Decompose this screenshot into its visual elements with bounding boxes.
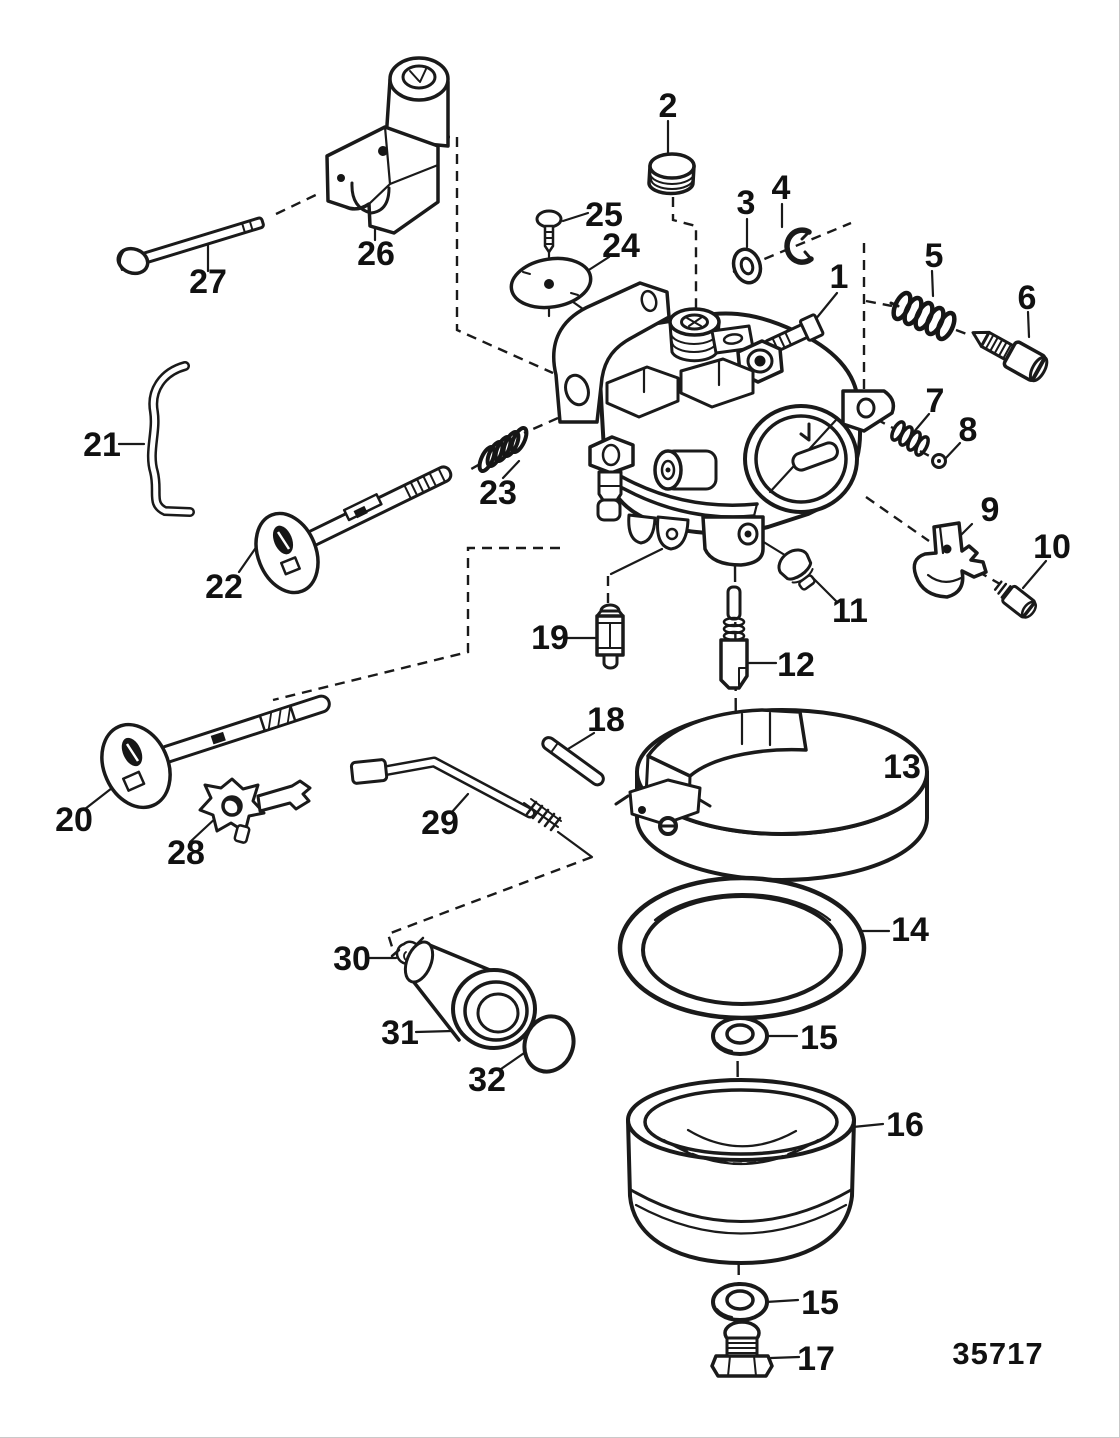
drawing-number: 35717 xyxy=(952,1336,1043,1371)
part-4-e-clip xyxy=(784,227,814,265)
callout-4: 4 xyxy=(772,169,791,207)
callout-28: 28 xyxy=(167,834,205,872)
part-15-washer-upper xyxy=(711,1016,769,1056)
part-31-nozzle xyxy=(403,940,537,1050)
callout-31: 31 xyxy=(381,1014,419,1052)
part-27-bolt xyxy=(116,216,265,276)
part-10-screw xyxy=(993,580,1038,619)
callout-2: 2 xyxy=(659,87,678,125)
callout-19: 19 xyxy=(531,619,569,657)
callout-22: 22 xyxy=(205,568,243,606)
callout-26: 26 xyxy=(357,235,395,273)
part-25-screw xyxy=(535,209,563,254)
part-29-link-rod xyxy=(349,756,562,832)
callout-15: 15 xyxy=(800,1019,838,1057)
part-16-float-bowl xyxy=(626,1078,856,1265)
callout-11: 11 xyxy=(832,592,868,630)
part-7-spring xyxy=(890,420,930,457)
callout-20: 20 xyxy=(55,801,93,839)
part-26-swivel-bracket xyxy=(325,56,450,235)
part-23-spring xyxy=(477,425,529,474)
part-20-choke-shaft xyxy=(100,694,331,810)
part-6-idle-screw xyxy=(971,330,1049,383)
callout-12: 12 xyxy=(777,646,815,684)
callout-9: 9 xyxy=(981,491,1000,529)
callout-23: 23 xyxy=(479,474,517,512)
part-5-spring xyxy=(889,290,957,342)
callout-13: 13 xyxy=(883,748,921,786)
part-12-needle-valve xyxy=(719,585,749,690)
part-21-link-wire xyxy=(146,361,195,517)
part-2-cap xyxy=(647,152,696,196)
callout-labels: 1 2 3 4 5 6 7 8 9 10 11 12 13 14 15 16 1… xyxy=(55,87,1071,1378)
callout-21: 21 xyxy=(83,426,121,464)
callout-8: 8 xyxy=(959,411,978,449)
callout-29: 29 xyxy=(421,804,459,842)
part-22-throttle-shaft xyxy=(254,465,453,595)
part-8-washer xyxy=(931,453,947,469)
callout-15b: 15 xyxy=(801,1284,839,1322)
part-3-washer xyxy=(731,247,763,285)
part-28-cam xyxy=(198,777,312,844)
callout-5: 5 xyxy=(925,237,944,275)
part-1-carburetor-body xyxy=(552,281,896,567)
part-32-disc xyxy=(522,1014,576,1074)
callout-3: 3 xyxy=(737,184,756,222)
callout-14: 14 xyxy=(891,911,929,949)
part-9-bracket xyxy=(912,521,988,599)
part-11-plug xyxy=(777,548,816,591)
callout-7: 7 xyxy=(926,382,945,420)
part-13-float xyxy=(614,708,929,882)
part-14-gasket xyxy=(617,875,867,1021)
callout-16: 16 xyxy=(886,1106,924,1144)
callout-1: 1 xyxy=(830,258,849,296)
part-18-hinge-pin xyxy=(541,736,605,787)
callout-30: 30 xyxy=(333,940,371,978)
callout-18: 18 xyxy=(587,701,625,739)
part-19-main-jet xyxy=(595,603,625,670)
callout-10: 10 xyxy=(1033,528,1071,566)
callout-6: 6 xyxy=(1018,279,1037,317)
part-15-washer-lower xyxy=(711,1282,769,1322)
callout-17: 17 xyxy=(797,1340,835,1378)
part-17-drain-plug xyxy=(710,1320,774,1378)
part-24-diaphragm xyxy=(509,256,593,310)
callout-27: 27 xyxy=(189,263,227,301)
callout-24: 24 xyxy=(602,227,640,265)
callout-25: 25 xyxy=(585,196,623,234)
callout-32: 32 xyxy=(468,1061,506,1099)
